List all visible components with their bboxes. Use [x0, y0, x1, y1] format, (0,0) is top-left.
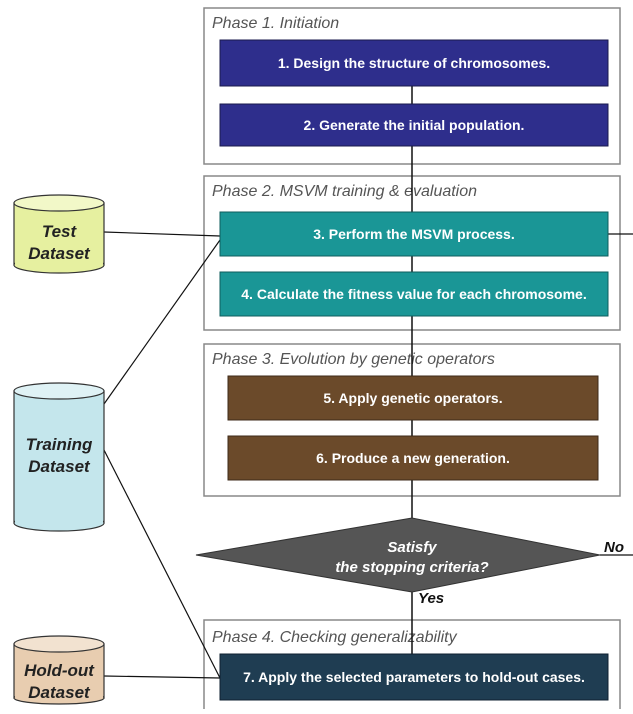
- holdout-to-step7-line: [103, 675, 221, 679]
- step-1-text: 1. Design the structure of chromosomes.: [278, 55, 550, 71]
- training-dataset-label-2: Dataset: [28, 457, 91, 476]
- step-6-box: [227, 435, 599, 481]
- step-4-text: 4. Calculate the fitness value for each …: [241, 286, 586, 302]
- step-4-box: [219, 271, 609, 317]
- holdout-dataset-label-2: Dataset: [28, 683, 91, 702]
- decision-line-1: Satisfy: [387, 539, 437, 556]
- training-dataset-label-1: Training: [26, 435, 93, 454]
- test-to-step3-line: [103, 231, 221, 237]
- training-to-step3-line: [103, 239, 221, 405]
- yes-label: Yes: [418, 590, 444, 607]
- training-to-step7-line: [103, 449, 221, 679]
- step-3-text: 3. Perform the MSVM process.: [313, 226, 515, 242]
- step-2-box: [219, 103, 609, 147]
- holdout-dataset-label-1: Hold-out: [24, 661, 95, 680]
- step-2-text: 2. Generate the initial population.: [304, 117, 525, 133]
- step-5-text: 5. Apply genetic operators.: [323, 390, 502, 406]
- step-6-text: 6. Produce a new generation.: [316, 450, 510, 466]
- step-5-box: [227, 375, 599, 421]
- test-dataset-cylinder: [13, 194, 105, 274]
- phase-4-title: Phase 4. Checking generalizability: [212, 629, 458, 646]
- phase-3-title: Phase 3. Evolution by genetic operators: [212, 351, 495, 368]
- step-7-box: [219, 653, 609, 701]
- test-dataset-label-2: Dataset: [28, 244, 91, 263]
- step-7-text: 7. Apply the selected parameters to hold…: [243, 669, 585, 685]
- holdout-dataset-cylinder: [13, 635, 105, 705]
- phase-1-title: Phase 1. Initiation: [212, 15, 339, 32]
- phase-2-title: Phase 2. MSVM training & evaluation: [212, 183, 477, 200]
- decision-line-2: the stopping criteria?: [335, 559, 488, 576]
- test-dataset-label-1: Test: [42, 222, 78, 241]
- no-label: No: [604, 539, 624, 556]
- training-dataset-cylinder: [13, 382, 105, 532]
- step-3-box: [219, 211, 609, 257]
- decision-diamond: [195, 517, 601, 593]
- step-1-box: [219, 39, 609, 87]
